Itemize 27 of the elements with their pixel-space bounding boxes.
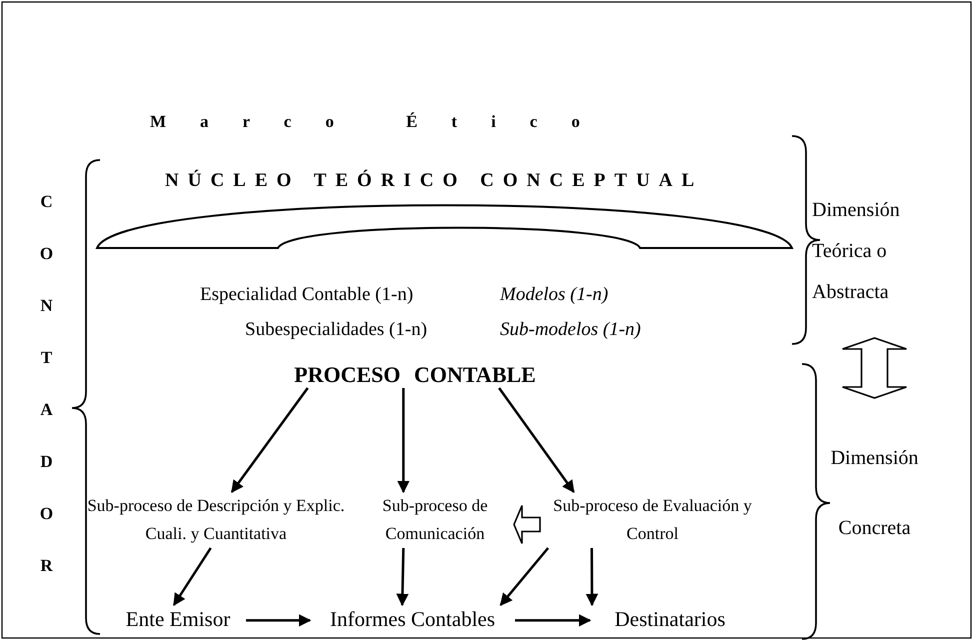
arrow	[230, 387, 309, 493]
core-heading: NÚCLEO TEÓRICO CONCEPTUAL	[165, 170, 704, 192]
arrow	[586, 548, 598, 606]
hollow-arrow	[513, 504, 541, 544]
subprocess-text: Sub-proceso de Comunicación	[356, 492, 514, 548]
frame-title: Marco Ético	[150, 112, 614, 132]
arrow	[397, 388, 410, 494]
entity-text: Ente Emisor	[110, 605, 246, 633]
arrow	[500, 547, 550, 606]
arrow	[515, 614, 592, 627]
model-text: Modelos (1-n)	[500, 284, 608, 306]
arrow	[246, 614, 312, 627]
entity-text: Informes Contables	[310, 605, 515, 633]
arrow	[498, 387, 575, 494]
hollow-arrow	[842, 337, 908, 399]
subprocess-text: Sub-proceso de Descripción y Explic. Cuali. y Cuantitativa	[84, 492, 348, 548]
arrow	[172, 547, 212, 606]
dimension-text: Dimensión Teórica o Abstracta	[812, 190, 937, 338]
dimension-text: Dimensión Concreta	[812, 398, 937, 563]
specialty-text: Especialidad Contable (1-n)	[200, 284, 414, 306]
subprocess-text: Sub-proceso de Evaluación y Control	[540, 492, 765, 548]
entity-text: Destinatarios	[590, 605, 750, 633]
arrow	[396, 548, 409, 606]
vertical-label: CONTADOR	[38, 191, 54, 577]
process-heading: PROCESO CONTABLE	[270, 362, 560, 388]
subspecialty-text: Subespecialidades (1-n)	[245, 319, 428, 341]
submodel-text: Sub-modelos (1-n)	[500, 319, 641, 341]
